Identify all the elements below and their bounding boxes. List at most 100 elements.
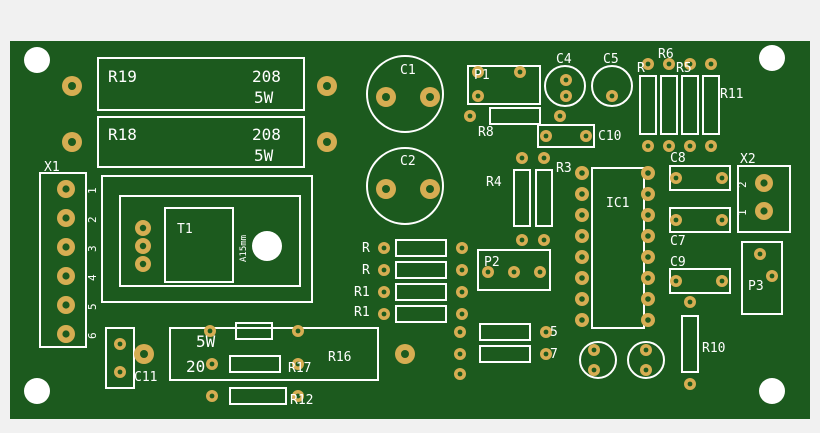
x2-pin-numbers: 21 bbox=[736, 181, 749, 216]
c5-outline bbox=[591, 65, 633, 107]
x1-pin-number-4: 4 bbox=[86, 274, 99, 281]
x1-outline bbox=[39, 172, 87, 348]
label-r16: R16 bbox=[328, 350, 351, 365]
mounting-hole-bottom-left bbox=[24, 378, 50, 404]
c1-outline bbox=[366, 55, 444, 133]
label-c1: C1 bbox=[400, 63, 416, 78]
x1-pin-number-2: 2 bbox=[86, 216, 99, 223]
large-pad-0-hole bbox=[68, 82, 76, 90]
r-row-4-body bbox=[395, 305, 447, 323]
ic1-pad-right-2-hole bbox=[645, 212, 651, 218]
small-pad-44-hole bbox=[543, 351, 549, 357]
x1-pin-number-3: 3 bbox=[86, 245, 99, 252]
large-pad-5-hole bbox=[426, 93, 434, 101]
c4-outline bbox=[544, 65, 586, 107]
small-pad-15-hole bbox=[645, 143, 651, 149]
small-pad-51-hole bbox=[687, 381, 693, 387]
x1-pad-1-hole bbox=[62, 185, 70, 193]
x1-pad-4-hole bbox=[62, 272, 70, 280]
ic1-pad-left-1-hole bbox=[579, 191, 585, 197]
x1-pad-3-hole bbox=[62, 243, 70, 251]
ic1-pad-right-5-hole bbox=[645, 275, 651, 281]
t1-pad-1-hole bbox=[139, 242, 147, 250]
label-r19-power: 5W bbox=[254, 88, 274, 107]
label-c7: C7 bbox=[670, 234, 686, 249]
label-c4: C4 bbox=[556, 52, 572, 67]
r3-body bbox=[535, 169, 553, 227]
small-pad-3-hole bbox=[467, 113, 473, 119]
x1-pin-number-6: 6 bbox=[86, 332, 99, 339]
label-p2: P2 bbox=[484, 255, 500, 270]
r17-body bbox=[229, 355, 281, 373]
pads bbox=[57, 58, 778, 402]
small-pad-52-hole bbox=[117, 341, 123, 347]
label-r18-power: 5W bbox=[254, 146, 274, 165]
small-pad-40-hole bbox=[459, 311, 465, 317]
label-c5: C5 bbox=[603, 52, 619, 67]
small-pad-17-hole bbox=[666, 143, 672, 149]
heatsink-hole bbox=[252, 231, 282, 261]
t1-package-outline bbox=[164, 207, 234, 283]
label-r18: R18 bbox=[108, 125, 137, 144]
label-r-row-4: R1 bbox=[354, 305, 370, 320]
label-r-partial: R bbox=[637, 61, 645, 76]
label-r-right-2: 7 bbox=[550, 347, 558, 362]
label-x1: X1 bbox=[44, 160, 60, 175]
small-pad-46-hole bbox=[209, 361, 215, 367]
r-row-2-body bbox=[395, 261, 447, 279]
label-c2: C2 bbox=[400, 154, 416, 169]
label-r17: R17 bbox=[288, 361, 311, 376]
large-pad-1-hole bbox=[323, 82, 331, 90]
r5-body bbox=[681, 75, 699, 135]
label-heatsink: A15mm bbox=[239, 235, 249, 262]
small-pad-7-hole bbox=[519, 155, 525, 161]
x1-pad-6-hole bbox=[62, 330, 70, 338]
t1-pad-2-hole bbox=[139, 260, 147, 268]
small-pad-27-hole bbox=[719, 278, 725, 284]
small-pad-9-hole bbox=[541, 155, 547, 161]
ic1-outline bbox=[591, 167, 645, 329]
r4-body bbox=[513, 169, 531, 227]
t1-pad-0-hole bbox=[139, 224, 147, 232]
small-pad-31-hole bbox=[511, 269, 517, 275]
r8-body bbox=[489, 107, 541, 125]
label-r16-value: 20 bbox=[186, 357, 205, 376]
small-pad-59-hole bbox=[643, 367, 649, 373]
small-pad-28-hole bbox=[757, 251, 763, 257]
r15-body bbox=[479, 323, 531, 341]
small-pad-42-hole bbox=[543, 329, 549, 335]
small-pad-35-hole bbox=[381, 267, 387, 273]
ic1-pad-right-7-hole bbox=[645, 317, 651, 323]
small-pad-37-hole bbox=[381, 289, 387, 295]
label-p1: P1 bbox=[474, 68, 490, 83]
small-pad-47-hole bbox=[295, 361, 301, 367]
p1-outline bbox=[467, 65, 541, 105]
r6-body bbox=[660, 75, 678, 135]
small-pad-20-hole bbox=[708, 61, 714, 67]
small-pad-45-hole bbox=[457, 371, 463, 377]
x2-pin-number-2: 2 bbox=[736, 181, 749, 188]
label-r4: R4 bbox=[486, 175, 502, 190]
large-pad-8-hole bbox=[140, 350, 148, 358]
r19-outline bbox=[97, 57, 305, 111]
small-pad-38-hole bbox=[459, 289, 465, 295]
label-t1: T1 bbox=[177, 222, 193, 237]
small-pad-50-hole bbox=[687, 299, 693, 305]
small-pad-41-hole bbox=[457, 329, 463, 335]
small-resistors bbox=[229, 75, 720, 405]
x1-pad-5-hole bbox=[62, 301, 70, 309]
small-pad-34-hole bbox=[459, 245, 465, 251]
r7-body bbox=[639, 75, 657, 135]
small-pad-2-hole bbox=[475, 93, 481, 99]
mounting-hole-bottom-right bbox=[759, 378, 785, 404]
small-pad-57-hole bbox=[591, 367, 597, 373]
r12-body bbox=[229, 387, 287, 405]
x2-pad-2-hole bbox=[760, 179, 768, 187]
ic1-pad-right-6-hole bbox=[645, 296, 651, 302]
large-pad-3-hole bbox=[323, 138, 331, 146]
label-r11: R11 bbox=[720, 87, 743, 102]
small-pad-19-hole bbox=[687, 143, 693, 149]
c2-outline bbox=[366, 147, 444, 225]
p2-outline bbox=[477, 249, 551, 291]
small-pad-8-hole bbox=[519, 237, 525, 243]
